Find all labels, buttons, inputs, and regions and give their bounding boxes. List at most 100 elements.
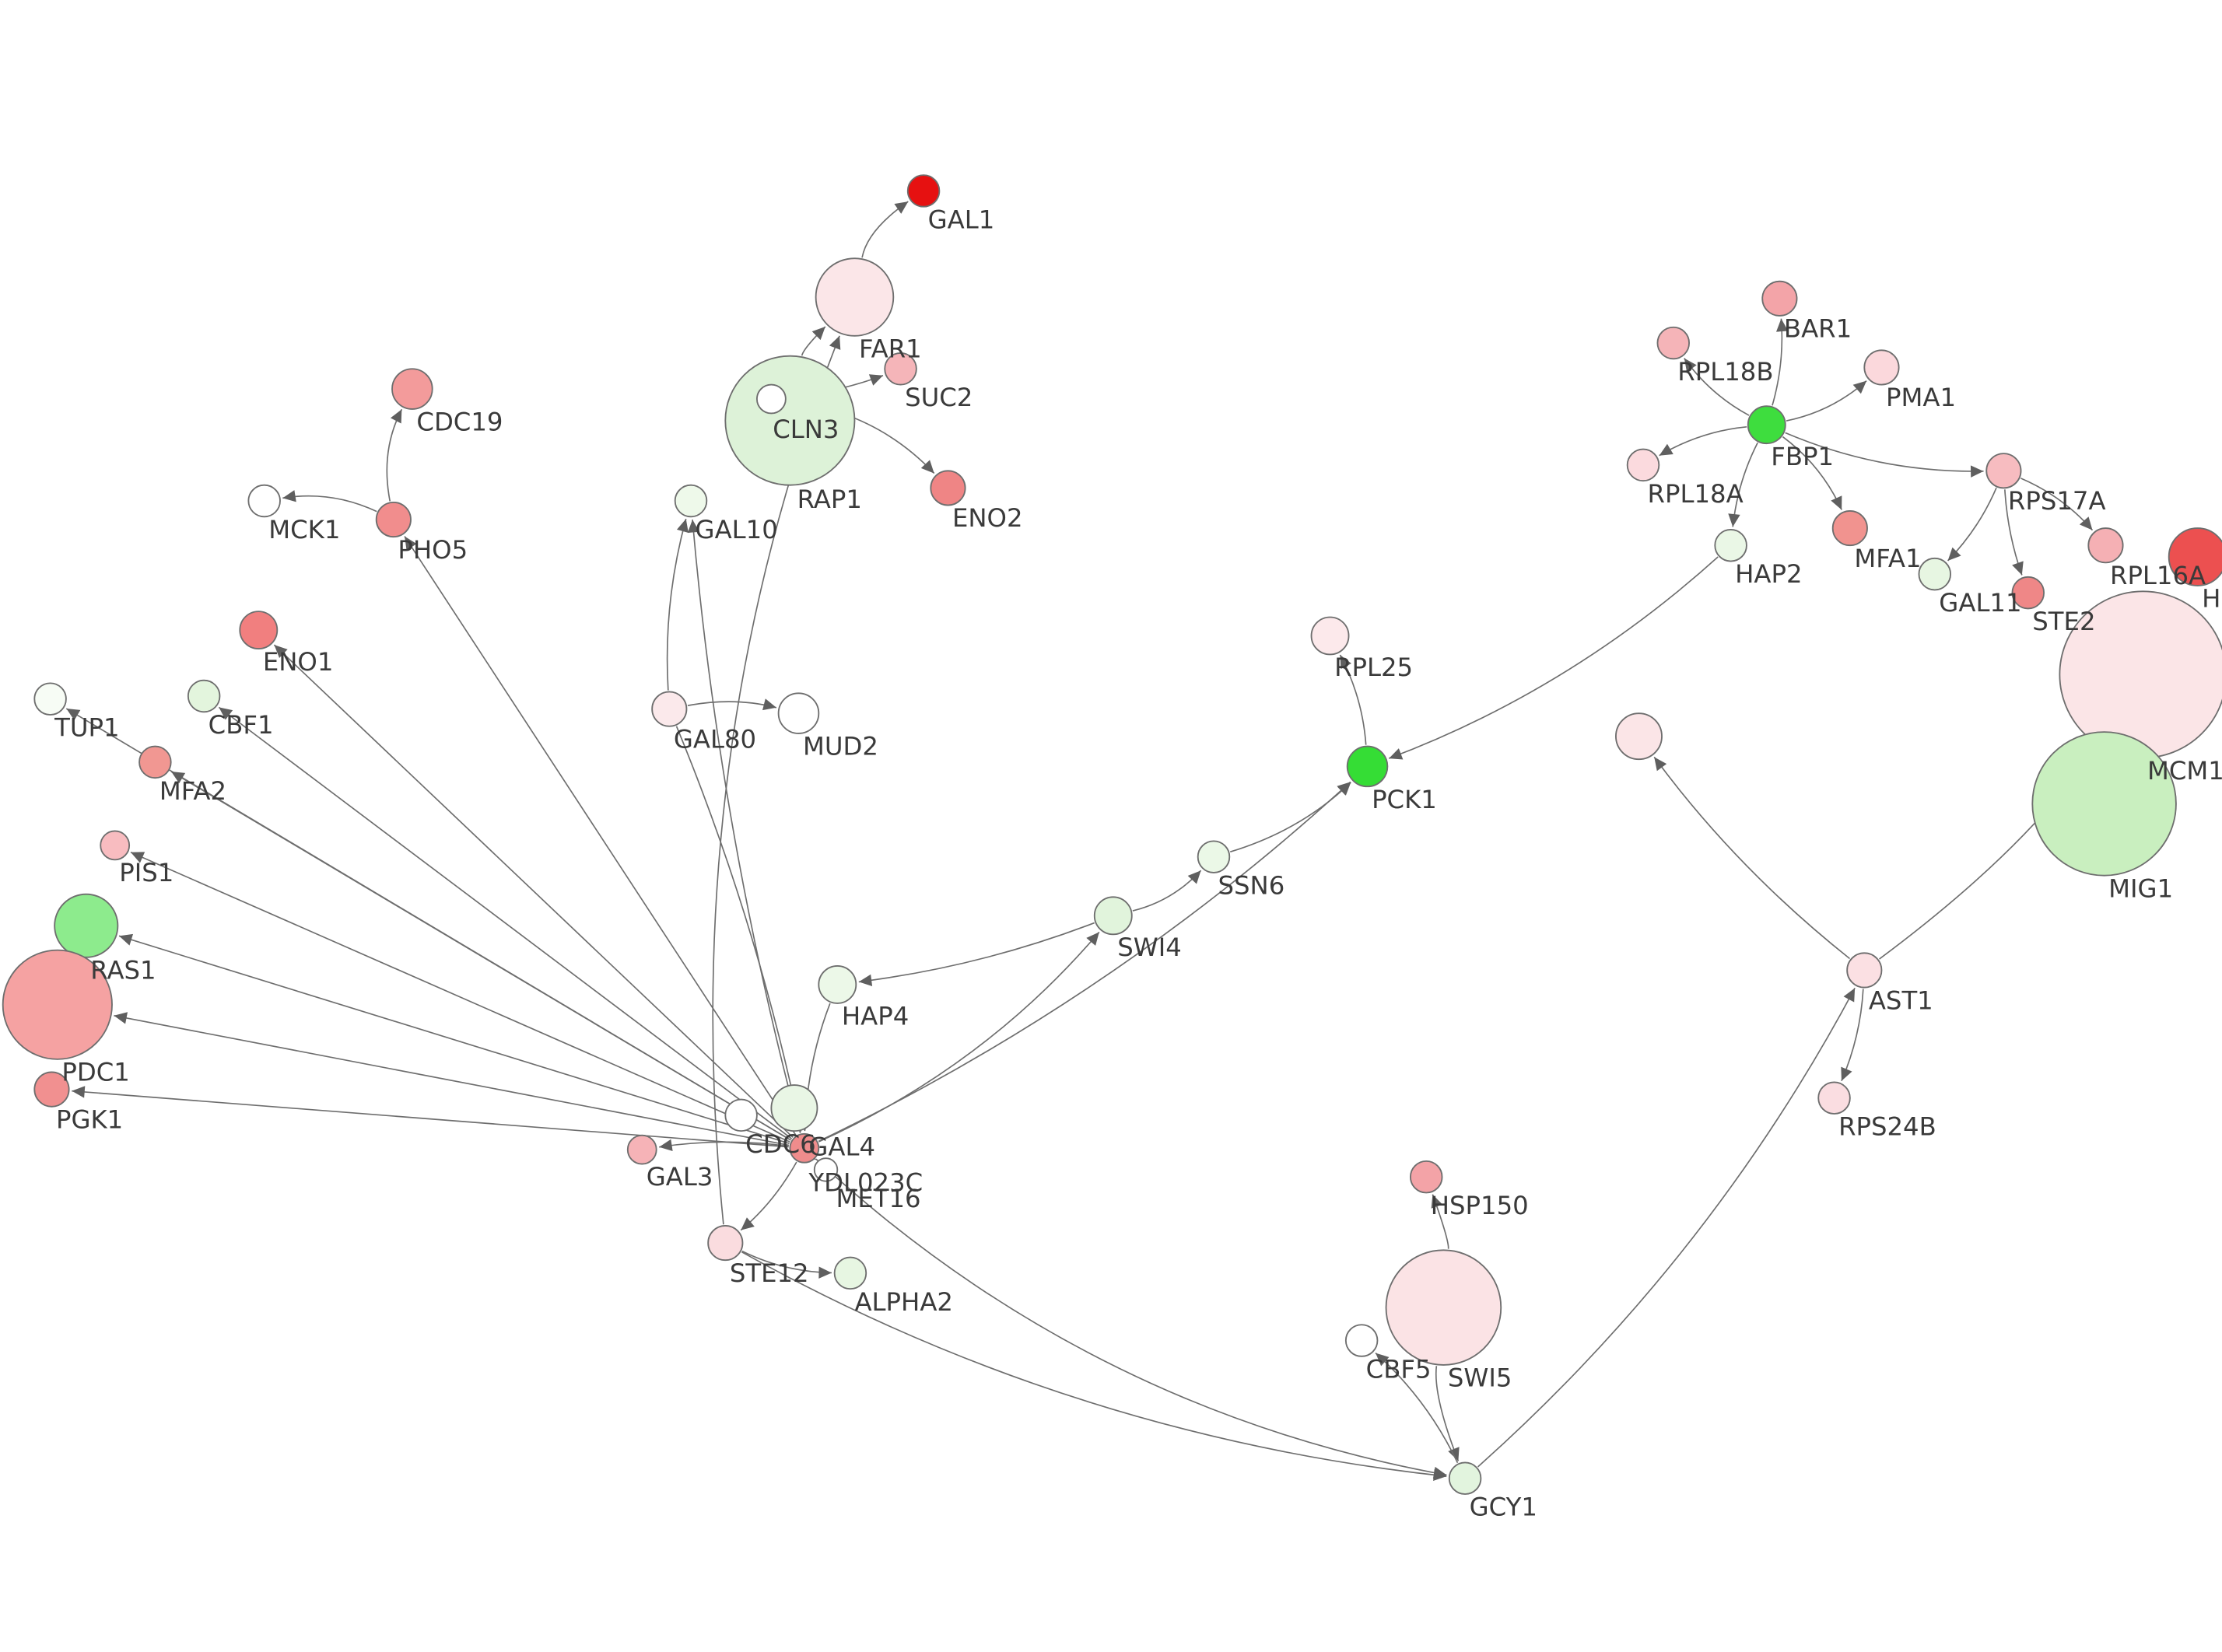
edge-FBP1-HAP2[interactable] [1728,442,1758,527]
node-GAL11[interactable] [1918,557,1951,591]
node-ALPHA2[interactable] [833,1256,867,1290]
node-RPS24B[interactable] [1817,1081,1851,1115]
edge-SSN6-PCK1[interactable] [1229,782,1351,853]
node-FAR1[interactable] [815,257,895,337]
edge-GAL80-MUD2[interactable] [687,698,777,711]
node-RPS17A[interactable] [1985,453,2022,489]
node-RPL16A[interactable] [2087,527,2124,564]
edge-FBP1-PMA1[interactable] [1786,380,1867,422]
edge-FBP1-RPL18A[interactable] [1659,425,1747,457]
node-MCK1[interactable] [247,484,281,518]
edge-FBP1-MFA1[interactable] [1782,436,1842,510]
edge-SWI5-GCY1[interactable] [1435,1366,1460,1461]
node-PIS1[interactable] [100,830,131,861]
node-CDC6[interactable] [724,1098,758,1132]
node-RAP1[interactable] [756,383,787,415]
edge-GAL4-ENO1[interactable] [273,644,794,1138]
node-CBF5[interactable] [1344,1324,1379,1357]
edge-PCK1-RPL25[interactable] [1339,654,1367,745]
node-PCK1[interactable] [1346,745,1389,788]
edge-GAL4-CBF1[interactable] [218,706,793,1139]
edge-RPS17A-RPL16A[interactable] [2020,478,2094,531]
edge-HAP2-PCK1[interactable] [1388,556,1719,760]
node-MFA2[interactable] [138,745,172,779]
edge-GAL4-PDC1[interactable] [114,1012,790,1146]
node-HAP2[interactable] [1714,529,1747,562]
node-SSN6[interactable] [1197,840,1231,873]
edge-RPS17A-STE2[interactable] [2004,489,2024,576]
node-GCY1[interactable] [1448,1461,1482,1495]
edge-RPS17A-GAL11[interactable] [1947,487,1997,562]
edge-GAL80-GAL4[interactable] [675,726,804,1132]
node-FBP1[interactable] [1747,405,1786,445]
node-STE2[interactable] [2011,576,2045,610]
node-GAL4[interactable] [789,1132,820,1164]
node-SUC2[interactable] [884,352,917,386]
edge-PHO5-MCK1[interactable] [282,490,377,513]
edge-PHO5-CDC19[interactable] [386,408,403,502]
edge-GAL4-PHO5[interactable] [404,536,797,1136]
node-MIG1[interactable] [2031,731,2177,877]
edge-FBP1-RPL18B[interactable] [1684,358,1750,416]
node-STE12[interactable] [707,1225,744,1262]
edge-GAL4-GAL10[interactable] [687,519,801,1133]
edge-CLN3-FAR1[interactable] [801,326,826,356]
node-label-SWI4: SWI4 [1117,933,1182,962]
edge-GCY1-AST1[interactable] [1477,987,1856,1468]
node-ENO2[interactable] [930,470,966,506]
node-AST1[interactable] [1846,952,1883,989]
node-MUD2[interactable] [777,692,820,734]
node-SWI5[interactable] [1385,1249,1502,1366]
edge-AST1-RPS24B[interactable] [1841,989,1864,1082]
edge-GCY1-CBF5[interactable] [1375,1352,1459,1464]
node-RPL25[interactable] [1310,616,1350,656]
node-UNNAMED[interactable] [1615,712,1663,761]
edge-FBP1-RPS17A[interactable] [1785,432,1984,478]
edge-GAL4-PGK1[interactable] [72,1086,789,1148]
edge-STE12-GCY1[interactable] [741,1251,1447,1482]
node-RPL18A[interactable] [1626,448,1660,482]
node-HAP4[interactable] [818,964,857,1004]
edge-FBP1-BAR1[interactable] [1772,318,1789,406]
node-GAL10[interactable] [674,484,708,518]
node-TUP1[interactable] [33,682,67,716]
edge-GAL4-RAS1[interactable] [118,933,790,1144]
edge-GAL4-STE12[interactable] [740,1161,797,1231]
node-YDL023C[interactable] [770,1084,818,1132]
edge-SWI4-HAP4[interactable] [858,922,1095,987]
node-PDC1[interactable] [2,949,113,1060]
edge-GAL4-MFA2[interactable] [170,771,791,1141]
node-label-ALPHA2: ALPHA2 [854,1287,953,1317]
node-HSP150[interactable] [1410,1160,1443,1194]
node-BAR1[interactable] [1761,280,1798,317]
edge-GAL4-SWI4[interactable] [818,931,1100,1143]
node-CDC19[interactable] [391,368,433,410]
edge-GAL4-GCY1[interactable] [815,1158,1447,1479]
edge-AST1-UNNAMED[interactable] [1653,756,1850,960]
edge-FAR1-GAL1[interactable] [861,201,909,258]
node-ENO1[interactable] [239,611,279,650]
edge-GAL80-GAL10[interactable] [666,518,689,691]
node-GAL3[interactable] [626,1134,657,1165]
node-CLN3[interactable] [724,355,856,486]
node-GAL1[interactable] [906,174,941,208]
edge-SWI5-HSP150[interactable] [1431,1194,1449,1249]
node-PMA1[interactable] [1863,349,1900,386]
node-RAS1[interactable] [54,893,119,958]
edge-SWI4-SSN6[interactable] [1132,870,1202,912]
node-MFA1[interactable] [1831,510,1868,547]
node-label-SUC2: SUC2 [905,383,973,412]
node-HIS4[interactable] [2168,527,2222,586]
edge-STE12-ALPHA2[interactable] [741,1250,832,1279]
node-RPL18B[interactable] [1656,326,1690,360]
node-GAL80[interactable] [651,691,688,727]
node-CBF1[interactable] [187,679,221,713]
edge-GAL4-PCK1[interactable] [818,781,1351,1143]
node-PHO5[interactable] [375,501,412,538]
node-SWI4[interactable] [1093,896,1133,936]
node-label-RPL18B: RPL18B [1677,357,1773,387]
node-MET16[interactable] [813,1157,839,1182]
edge-GAL4-PIS1[interactable] [130,852,790,1143]
node-PGK1[interactable] [33,1071,70,1108]
